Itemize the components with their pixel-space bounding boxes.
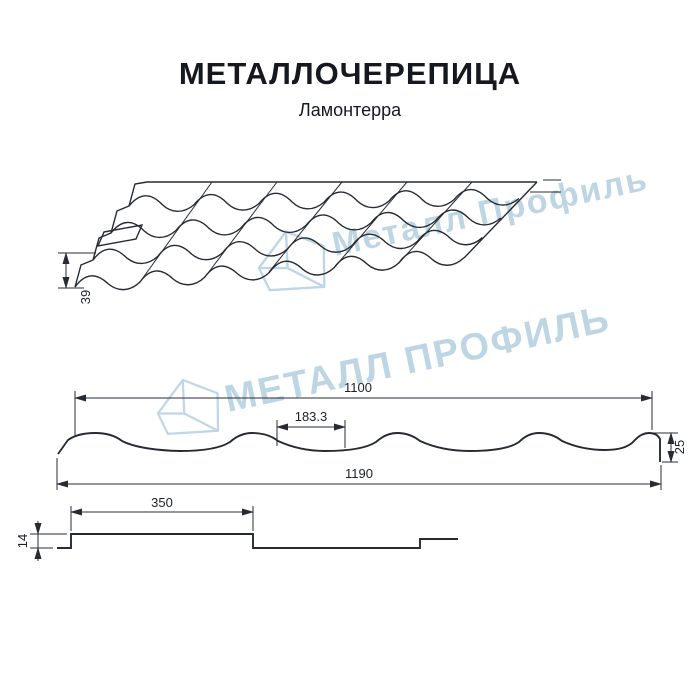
sheet-left-tab	[96, 224, 144, 247]
sheet-left-stepped-edge	[74, 181, 148, 288]
dimension-39: 39	[58, 252, 96, 304]
dim-350-label: 350	[151, 495, 173, 510]
watermark-logo-icon	[151, 372, 227, 444]
dim-14-label: 14	[15, 534, 30, 548]
page-subtitle: Ламонтерра	[298, 100, 402, 120]
right-extension-lines	[530, 179, 561, 193]
dimension-14: 14	[15, 521, 67, 561]
dimension-1100: 1100	[74, 380, 653, 437]
dim-25-label: 25	[672, 440, 687, 454]
dimension-183: 183.3	[276, 409, 346, 448]
wave-column-lines	[139, 181, 473, 283]
step-outline	[57, 533, 458, 549]
page-title: МЕТАЛЛОЧЕРЕПИЦА	[178, 56, 522, 91]
watermark-text-upper: Металл Профиль	[329, 160, 652, 264]
dim-1190-label: 1190	[345, 466, 373, 481]
dim-39-label: 39	[78, 290, 93, 304]
profile-outline	[57, 432, 661, 462]
watermark-upper: Металл Профиль	[251, 160, 652, 301]
watermark-text-lower: МЕТАЛЛ ПРОФИЛЬ	[221, 298, 614, 421]
dim-1100-label: 1100	[344, 380, 372, 395]
sheet-right-edge	[463, 181, 538, 259]
step-section: 350 14	[15, 495, 458, 561]
dimension-1190: 1190	[56, 458, 662, 490]
profile-section: 1100 183.3 25	[56, 380, 687, 490]
dim-183-label: 183.3	[295, 409, 328, 424]
dimension-350: 350	[70, 495, 254, 531]
watermark-lower: МЕТАЛЛ ПРОФИЛЬ	[151, 298, 614, 444]
perspective-view: 39	[58, 179, 561, 304]
dimension-25: 25	[652, 432, 687, 463]
